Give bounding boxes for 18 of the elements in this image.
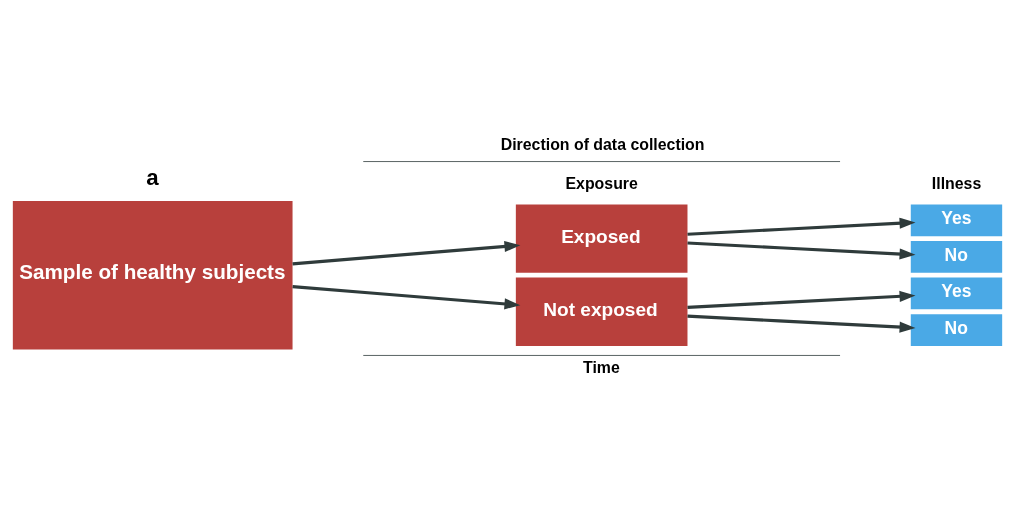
label: Illness: [931, 174, 982, 192]
node-box: Yes: [910, 277, 1003, 310]
label: Time: [582, 358, 620, 376]
arrow: [292, 284, 521, 310]
arrow: [687, 290, 916, 309]
arrow: [687, 241, 916, 260]
node-box: Sample of healthy subjects: [12, 200, 293, 350]
label: Direction of data collection: [500, 136, 705, 154]
node-box: No: [910, 314, 1003, 346]
label: a: [146, 165, 159, 191]
node-box: No: [910, 241, 1003, 273]
label: Exposure: [565, 174, 638, 192]
arrow: [687, 217, 916, 236]
node-box: Exposed: [515, 204, 688, 273]
node-box: Not exposed: [515, 277, 688, 346]
arrow: [292, 240, 521, 266]
node-box: Yes: [910, 204, 1003, 237]
arrow: [687, 314, 916, 333]
